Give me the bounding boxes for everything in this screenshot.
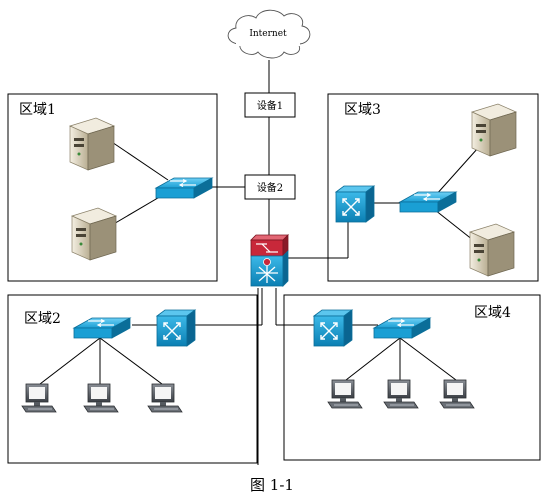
layer3-switch-icon	[156, 309, 196, 347]
pc-icon	[439, 379, 475, 409]
server-icon	[69, 117, 115, 171]
pc-icon	[83, 383, 119, 413]
pc-icon	[21, 383, 57, 413]
region1-frame	[7, 93, 218, 282]
region3-frame	[327, 93, 539, 282]
device1-box	[244, 92, 296, 118]
region3-label: 区域3	[344, 102, 381, 118]
internet-label: Internet	[249, 29, 287, 39]
region1-label: 区域1	[19, 102, 56, 118]
server-icon	[469, 223, 515, 277]
pc-icon	[327, 379, 363, 409]
switch-icon	[399, 191, 457, 213]
pc-icon	[147, 383, 183, 413]
layer3-switch-icon	[313, 309, 353, 347]
server-icon	[471, 103, 517, 157]
switch-icon	[155, 177, 213, 199]
device1-label: 设备1	[257, 99, 283, 112]
server-icon	[71, 207, 117, 261]
region4-frame	[283, 294, 541, 461]
region2-frame	[7, 294, 258, 464]
device2-label: 设备2	[257, 181, 283, 194]
layer3-switch-icon	[335, 185, 375, 223]
core-router-switch-icon	[250, 234, 289, 287]
switch-icon	[373, 317, 431, 339]
figure-caption: 图 1-1	[250, 476, 294, 494]
internet-cloud-icon	[227, 9, 311, 59]
region4-label: 区域4	[474, 305, 511, 321]
pc-icon	[383, 379, 419, 409]
region2-label: 区域2	[24, 311, 61, 327]
device2-box	[244, 174, 296, 200]
switch-icon	[73, 317, 131, 339]
